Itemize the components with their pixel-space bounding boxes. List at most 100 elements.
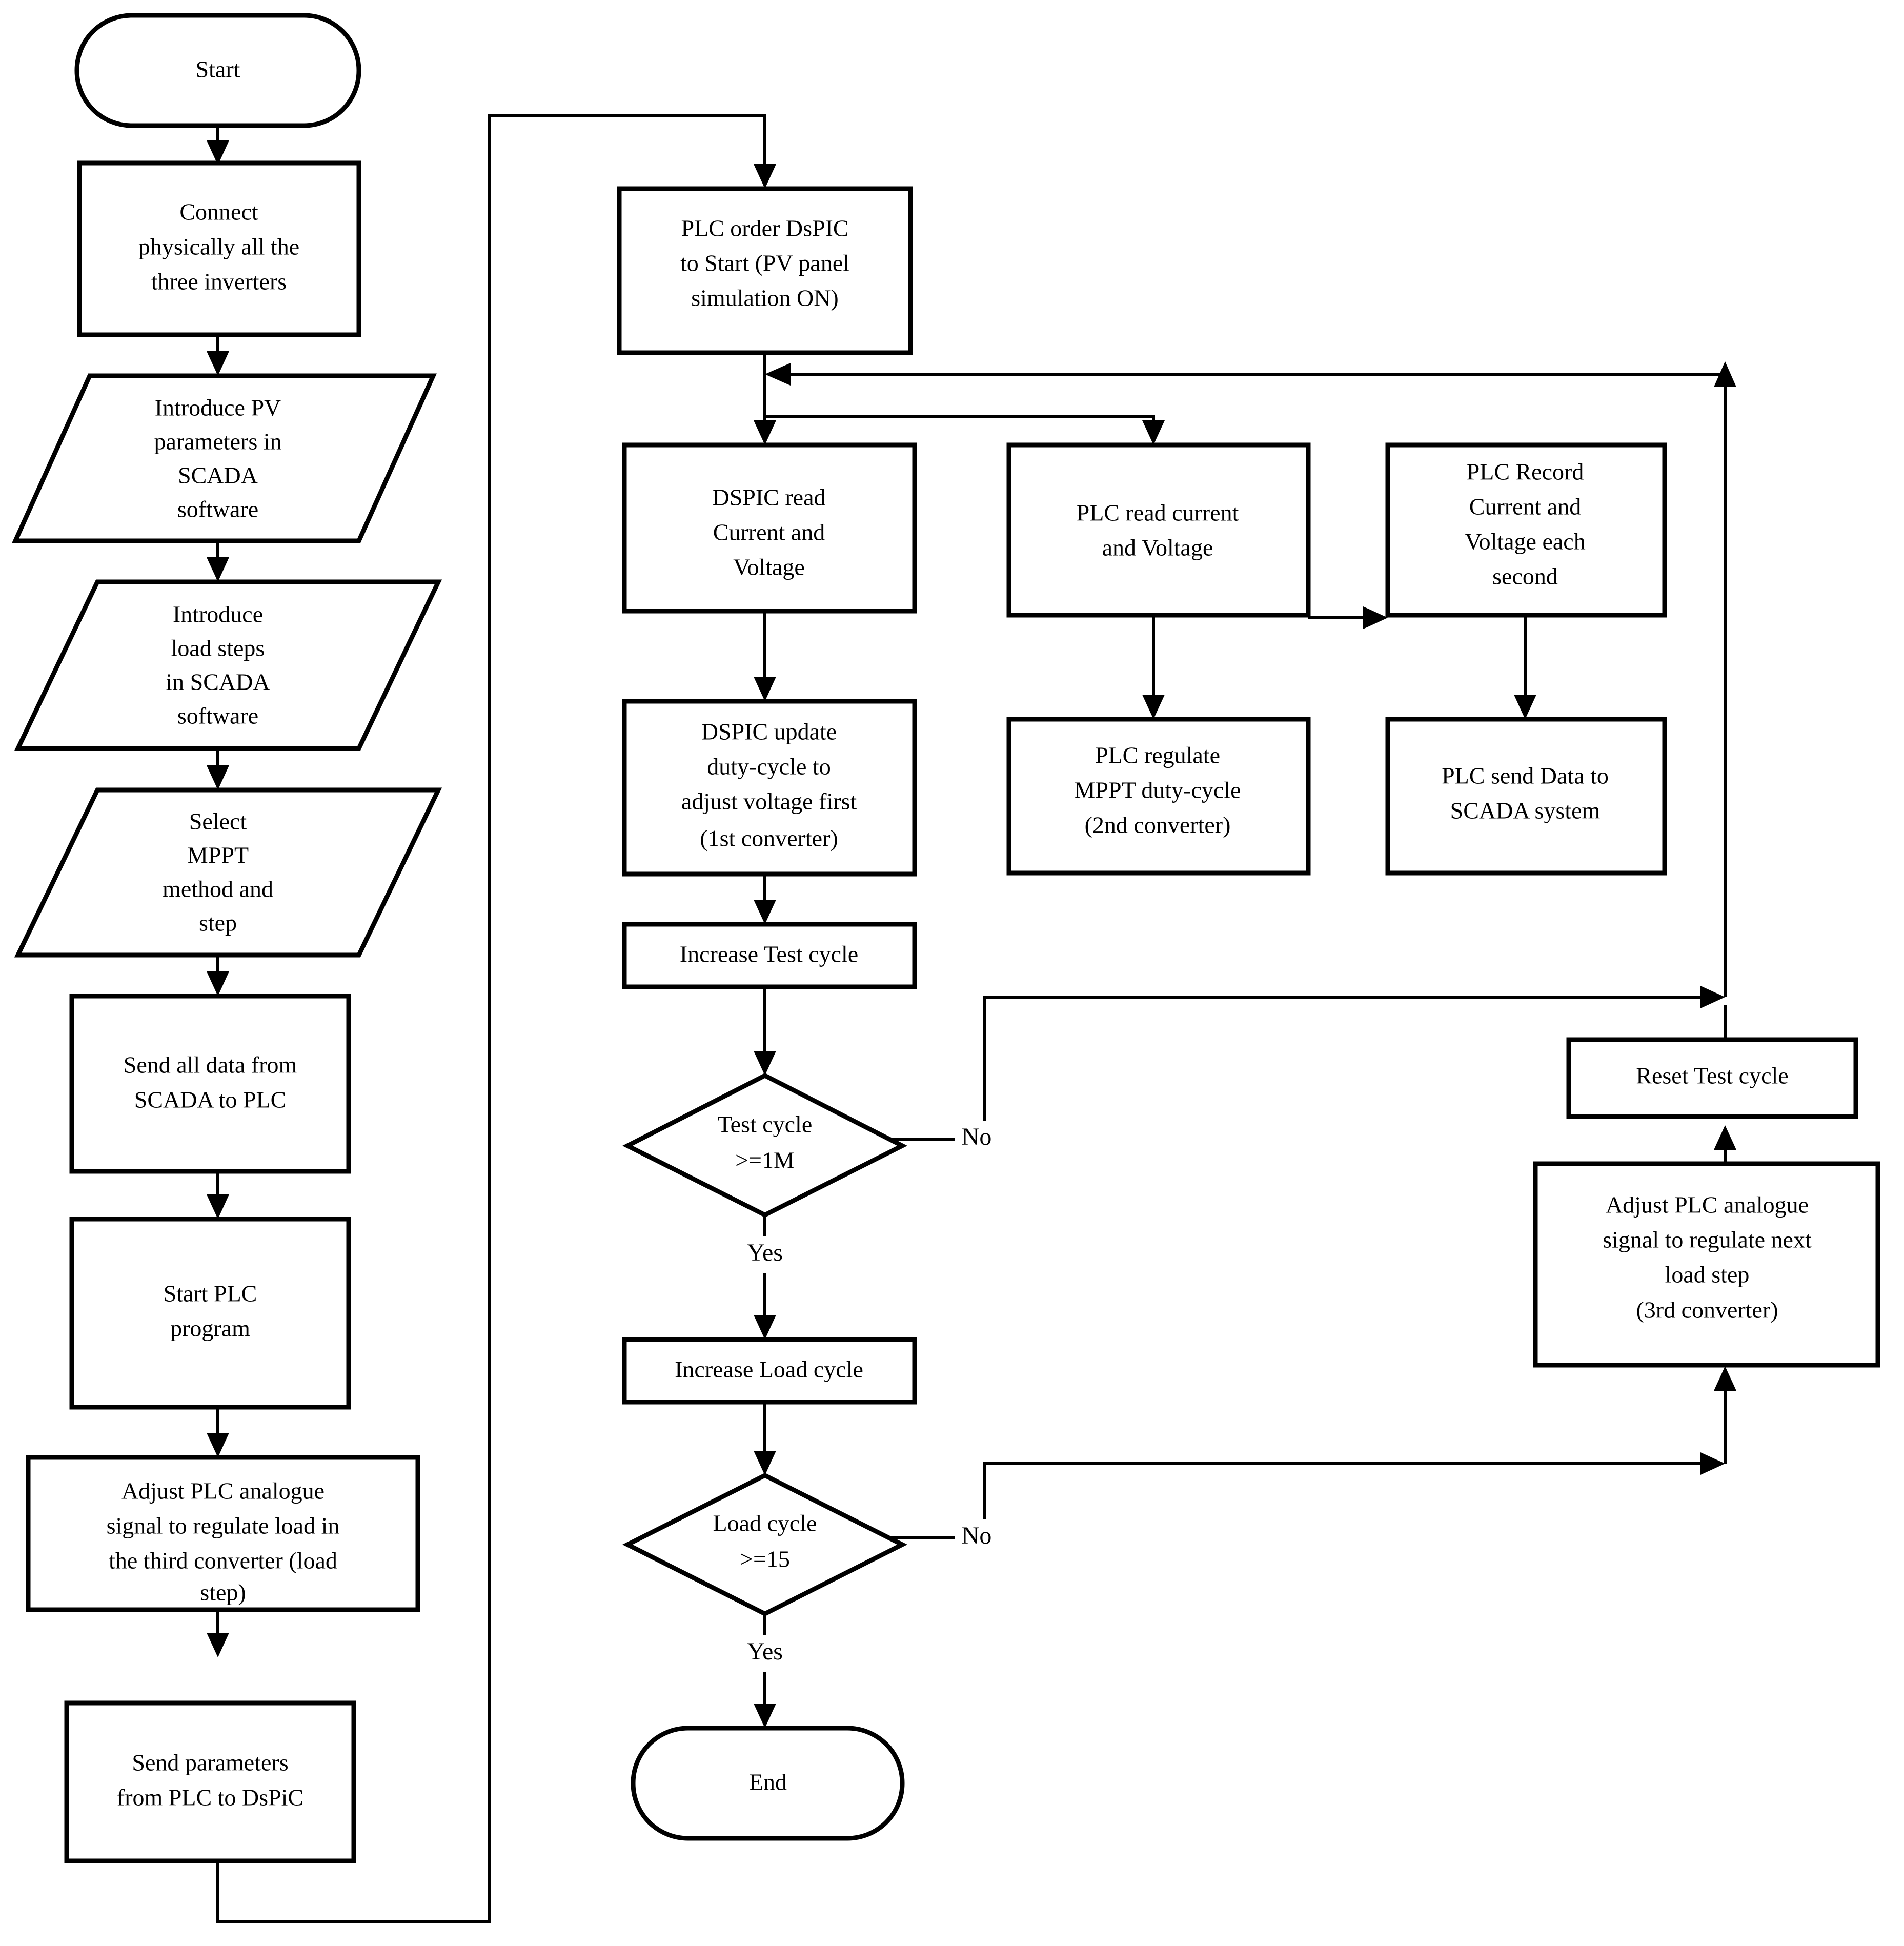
- node-plc-send-scada[interactable]: PLC send Data to SCADA system: [1385, 717, 1667, 876]
- plc-order-dspic-line-1: PLC order DsPIC: [681, 215, 848, 241]
- node-select-mppt[interactable]: Select MPPT method and step: [14, 787, 442, 958]
- introduce-pv-shape[interactable]: [12, 373, 437, 543]
- arrowhead-trunk-to-plcread: [1142, 420, 1165, 445]
- plc-record-line-1: PLC Record: [1467, 459, 1584, 485]
- plc-record-line-4: second: [1492, 563, 1558, 590]
- node-reset-test-cycle[interactable]: Reset Test cycle: [1566, 1037, 1858, 1119]
- dspic-read-line-3: Voltage: [733, 554, 805, 580]
- node-adjust-load-third[interactable]: Adjust PLC analogue signal to regulate l…: [26, 1455, 420, 1612]
- node-end[interactable]: End: [631, 1726, 905, 1841]
- node-plc-record[interactable]: PLC Record Current and Voltage each seco…: [1385, 442, 1667, 618]
- introduce-pv-line-3: SCADA: [178, 462, 258, 489]
- node-plc-order-dspic[interactable]: PLC order DsPIC to Start (PV panel simul…: [617, 186, 913, 355]
- dspic-update-line-3: adjust voltage first: [681, 788, 857, 815]
- plc-order-dspic-shape[interactable]: [617, 186, 913, 355]
- edge-loaddecision-no: [983, 1462, 1712, 1538]
- select-mppt-line-1: Select: [189, 808, 247, 835]
- start-plc-line-1: Start PLC: [164, 1281, 257, 1307]
- edge-trunk-to-plcread: [765, 415, 1155, 433]
- label-test-cycle-yes-top: Yes: [747, 1239, 783, 1266]
- adjust-next-load-shape[interactable]: [1533, 1161, 1880, 1368]
- label-backing-load-yes: [741, 1635, 792, 1672]
- plc-regulate-shape[interactable]: [1006, 717, 1311, 876]
- send-params-line-1: Send parameters: [132, 1750, 288, 1776]
- arrowhead-testdecision-yes: [754, 1315, 776, 1340]
- introduce-load-shape[interactable]: [14, 579, 442, 751]
- plc-read-shape[interactable]: [1006, 442, 1311, 618]
- increase-load-cycle-shape[interactable]: [622, 1337, 917, 1405]
- label-test-cycle-no-top: No: [962, 1123, 992, 1150]
- node-plc-read[interactable]: PLC read current and Voltage: [1006, 442, 1311, 618]
- arrowhead-adjustload-to-sendparams: [207, 1633, 229, 1657]
- connect-inverters-line-1: Connect: [179, 199, 258, 225]
- send-params-shape[interactable]: [64, 1700, 356, 1863]
- plc-send-scada-line-2: SCADA system: [1450, 798, 1601, 824]
- send-params-line-2: from PLC to DsPiC: [117, 1785, 303, 1811]
- node-dspic-read[interactable]: DSPIC read Current and Voltage: [622, 442, 917, 614]
- load-cycle-decision-line-1: Load cycle: [713, 1510, 817, 1536]
- select-mppt-line-3: method and: [163, 876, 273, 902]
- adjust-load-third-line-2: signal to regulate load in: [107, 1513, 340, 1539]
- arrowhead-increasetest-to-testdecision: [754, 1051, 776, 1076]
- node-connect-inverters[interactable]: Connect physically all the three inverte…: [77, 160, 361, 337]
- plc-record-shape[interactable]: [1385, 442, 1667, 618]
- test-cycle-decision-shape[interactable]: [622, 1072, 907, 1218]
- adjust-next-load-line-1: Adjust PLC analogue: [1606, 1192, 1809, 1218]
- select-mppt-line-2: MPPT: [187, 842, 249, 868]
- arrowhead-loaddecision-yes: [754, 1704, 776, 1728]
- node-adjust-next-load[interactable]: Adjust PLC analogue signal to regulate n…: [1533, 1161, 1880, 1368]
- arrowhead-plcread-to-plcregulate: [1142, 695, 1165, 719]
- increase-test-cycle-shape[interactable]: [622, 922, 917, 989]
- node-increase-test-cycle[interactable]: Increase Test cycle: [622, 922, 917, 989]
- plc-record-line-2: Current and: [1469, 494, 1581, 520]
- reset-test-cycle-label: Reset Test cycle: [1636, 1063, 1788, 1089]
- end-terminator-shape[interactable]: [631, 1726, 905, 1841]
- node-dspic-update[interactable]: DSPIC update duty-cycle to adjust voltag…: [622, 699, 917, 877]
- node-send-params[interactable]: Send parameters from PLC to DsPiC: [64, 1700, 356, 1863]
- send-all-data-shape[interactable]: [69, 994, 351, 1174]
- start-plc-line-2: program: [170, 1315, 250, 1342]
- edge-sendparams-to-plcorder: [216, 114, 766, 1923]
- arrowhead-senddata-to-startplc: [207, 1194, 229, 1219]
- node-load-cycle-decision[interactable]: Load cycle >=15: [622, 1472, 908, 1617]
- label-backing-load-no: [955, 1519, 1001, 1556]
- start-label: Start: [196, 56, 240, 83]
- reset-test-cycle-shape[interactable]: [1566, 1037, 1858, 1119]
- arrowhead-startplc-to-adjustload: [207, 1433, 229, 1457]
- dspic-update-shape[interactable]: [622, 699, 917, 877]
- dspic-read-line-2: Current and: [713, 519, 825, 545]
- node-test-cycle-decision[interactable]: Test cycle >=1M: [622, 1072, 907, 1218]
- increase-load-cycle-label: Increase Load cycle: [675, 1356, 863, 1383]
- plc-regulate-line-3: (2nd converter): [1085, 812, 1231, 838]
- dspic-read-shape[interactable]: [622, 442, 917, 614]
- node-start[interactable]: Start: [74, 13, 361, 128]
- plc-send-scada-line-1: PLC send Data to: [1442, 763, 1609, 789]
- node-send-all-data[interactable]: Send all data from SCADA to PLC: [69, 994, 351, 1174]
- plc-read-line-2: and Voltage: [1102, 535, 1213, 561]
- label-backing-test-yes: [741, 1236, 792, 1273]
- adjust-load-third-line-1: Adjust PLC analogue: [121, 1478, 325, 1504]
- dspic-read-line-1: DSPIC read: [712, 484, 825, 511]
- test-cycle-decision-line-2: >=1M: [735, 1147, 795, 1173]
- plc-send-scada-shape[interactable]: [1385, 717, 1667, 876]
- node-increase-load-cycle[interactable]: Increase Load cycle: [622, 1337, 917, 1405]
- connect-inverters-shape[interactable]: [77, 160, 361, 337]
- end-label: End: [749, 1769, 787, 1795]
- load-cycle-decision-shape[interactable]: [622, 1472, 908, 1617]
- start-plc-shape[interactable]: [69, 1217, 351, 1410]
- select-mppt-shape[interactable]: [14, 787, 442, 958]
- arrowhead-plcread-to-plcrecord: [1363, 606, 1388, 629]
- increase-test-cycle-label: Increase Test cycle: [680, 941, 858, 967]
- adjust-next-load-line-2: signal to regulate next: [1603, 1227, 1812, 1253]
- label-backing-layer: No Yes No Yes: [741, 1121, 1001, 1672]
- node-introduce-load[interactable]: Introduce load steps in SCADA software: [14, 579, 442, 751]
- introduce-load-line-3: in SCADA: [166, 669, 270, 695]
- node-start-plc[interactable]: Start PLC program: [69, 1217, 351, 1410]
- load-cycle-decision-line-2: >=15: [740, 1546, 790, 1572]
- arrowhead-connect-to-pv: [207, 351, 229, 376]
- node-plc-regulate[interactable]: PLC regulate MPPT duty-cycle (2nd conver…: [1006, 717, 1311, 876]
- node-introduce-pv[interactable]: Introduce PV parameters in SCADA softwar…: [12, 373, 437, 543]
- start-terminator-shape[interactable]: [74, 13, 361, 128]
- arrowhead-start-to-connect: [207, 140, 229, 165]
- adjust-load-third-shape[interactable]: [26, 1455, 420, 1612]
